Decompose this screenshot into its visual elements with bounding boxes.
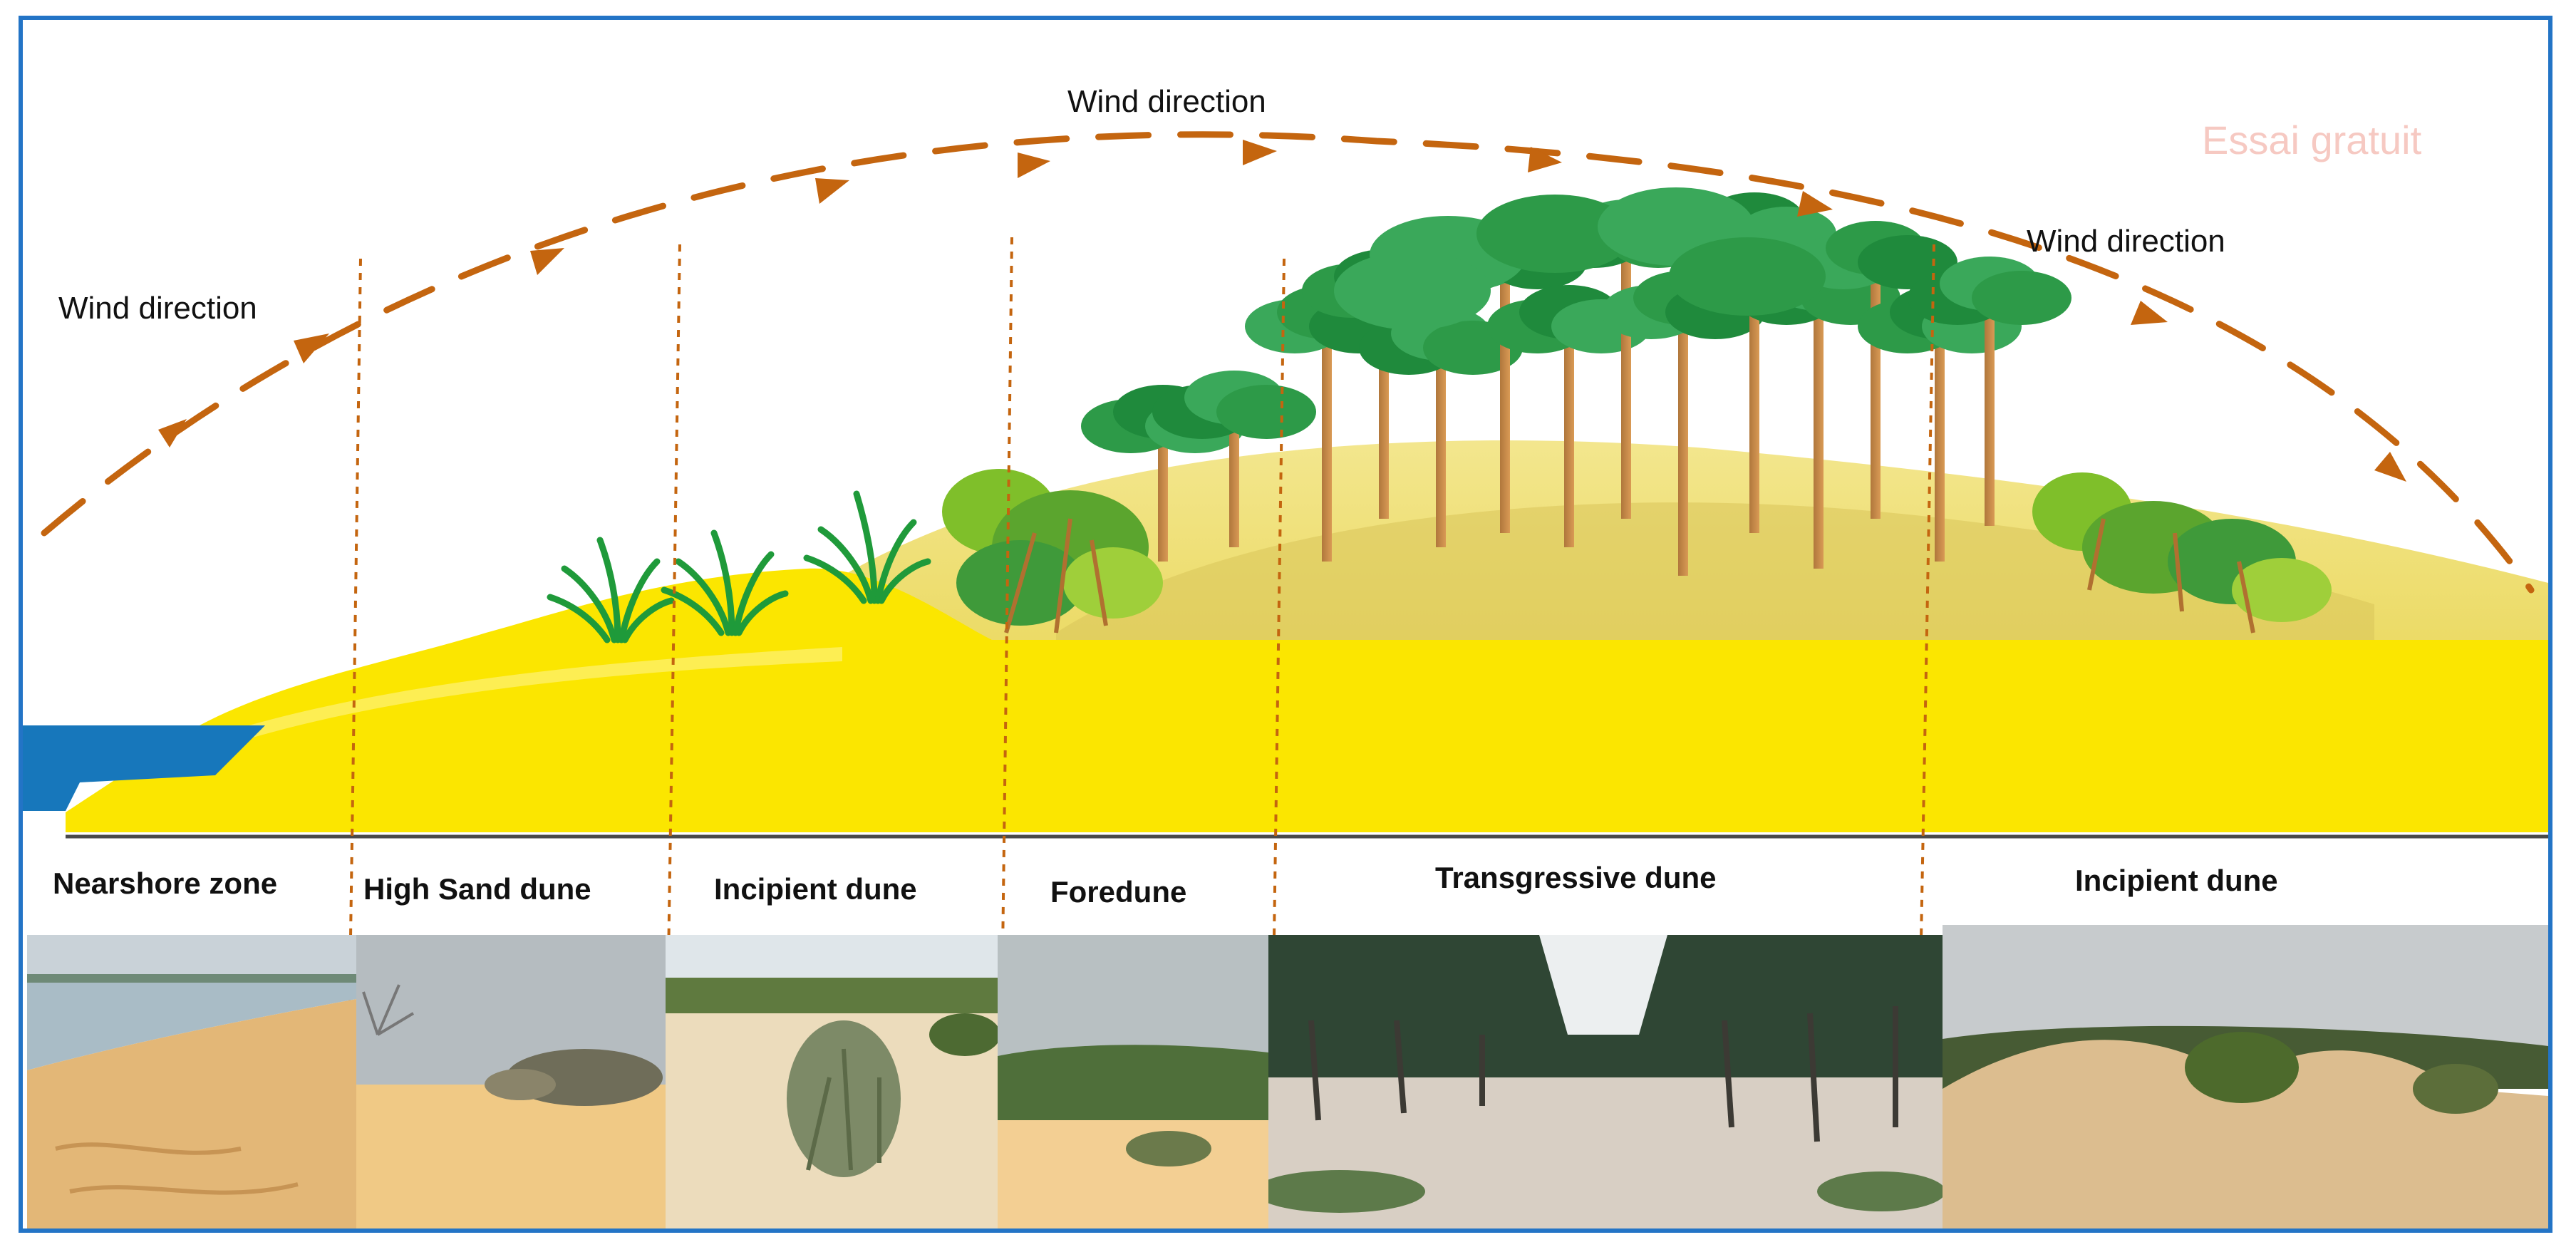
zone-label-incipient-dune: Incipient dune bbox=[714, 872, 917, 906]
sand-highlight bbox=[201, 647, 842, 754]
zone-label-incipient-dune-right: Incipient dune bbox=[2075, 864, 2278, 897]
pine-trunk bbox=[1564, 319, 1574, 547]
pine-canopy bbox=[1334, 252, 1491, 330]
wind-arrowhead bbox=[1018, 152, 1050, 178]
pine-trunk bbox=[1871, 255, 1881, 519]
zone-divider bbox=[1268, 258, 1286, 1228]
wind-arrowhead bbox=[294, 333, 329, 363]
wind-direction-label-left: Wind direction bbox=[58, 291, 257, 326]
wind-arrowhead bbox=[815, 178, 849, 204]
leeward-shrubs bbox=[2032, 472, 2332, 633]
incipient-dune-bush-photo bbox=[1943, 925, 2548, 1228]
zone-label-transgressive-dune: Transgressive dune bbox=[1435, 861, 1717, 894]
dune-profile-illustration bbox=[23, 131, 2548, 1228]
pine-trunk bbox=[1985, 291, 1995, 526]
pine-trunk bbox=[1678, 305, 1688, 576]
grass-tufts bbox=[547, 490, 931, 643]
wind-arrowhead bbox=[2131, 301, 2168, 325]
pine-trunk bbox=[1935, 319, 1945, 562]
zone-divider bbox=[1920, 244, 1935, 940]
back-dune-shadow bbox=[1056, 502, 2374, 647]
watermark-text: Essai gratuit bbox=[2202, 118, 2422, 162]
pine-canopy bbox=[1216, 385, 1316, 439]
sand-dune-shrub-photo bbox=[356, 935, 666, 1228]
zone-label-nearshore: Nearshore zone bbox=[53, 867, 278, 900]
sand-base bbox=[66, 568, 2548, 832]
zone-divider bbox=[345, 258, 362, 1228]
wind-arrowheads bbox=[158, 140, 2406, 482]
pine-trunk bbox=[1229, 405, 1239, 547]
pine-forest-photo bbox=[1268, 935, 1943, 1228]
pine-canopy bbox=[1972, 271, 2071, 325]
zone-dividers bbox=[345, 237, 1935, 1228]
wind-direction-label-top: Wind direction bbox=[1067, 84, 1266, 119]
pine-trunk bbox=[1814, 291, 1824, 569]
wind-arrowhead bbox=[530, 248, 564, 275]
pine-trunk bbox=[1436, 341, 1446, 547]
incipient-dune-grass-photo bbox=[666, 935, 998, 1228]
pine-canopy bbox=[1476, 195, 1633, 273]
zone-label-foredune: Foredune bbox=[1050, 875, 1187, 909]
wind-arrowhead bbox=[1243, 140, 1277, 165]
pine-trunk bbox=[1158, 419, 1168, 562]
pine-canopy bbox=[1669, 237, 1826, 316]
foredune-photo bbox=[998, 935, 1268, 1228]
wind-arrowhead bbox=[1528, 147, 1562, 172]
wind-arrowhead bbox=[1797, 191, 1833, 217]
diagram-frame: Essai gratuit Wind direction Wind direct… bbox=[19, 16, 2552, 1233]
wind-arrowhead bbox=[2374, 452, 2406, 482]
beach-shore-photo bbox=[27, 935, 356, 1228]
wind-arc bbox=[41, 131, 2535, 594]
wind-direction-label-right: Wind direction bbox=[2027, 224, 2225, 259]
pine-trunk bbox=[1322, 319, 1332, 562]
pine-trunk bbox=[1500, 255, 1510, 533]
sea-water bbox=[23, 725, 265, 811]
wind-arrowhead bbox=[158, 419, 187, 448]
pine-trunk bbox=[1621, 234, 1631, 519]
pine-forest bbox=[1081, 187, 2071, 576]
foredune-shrubs bbox=[942, 469, 1163, 633]
zone-label-high-sand-dune: High Sand dune bbox=[363, 872, 591, 906]
